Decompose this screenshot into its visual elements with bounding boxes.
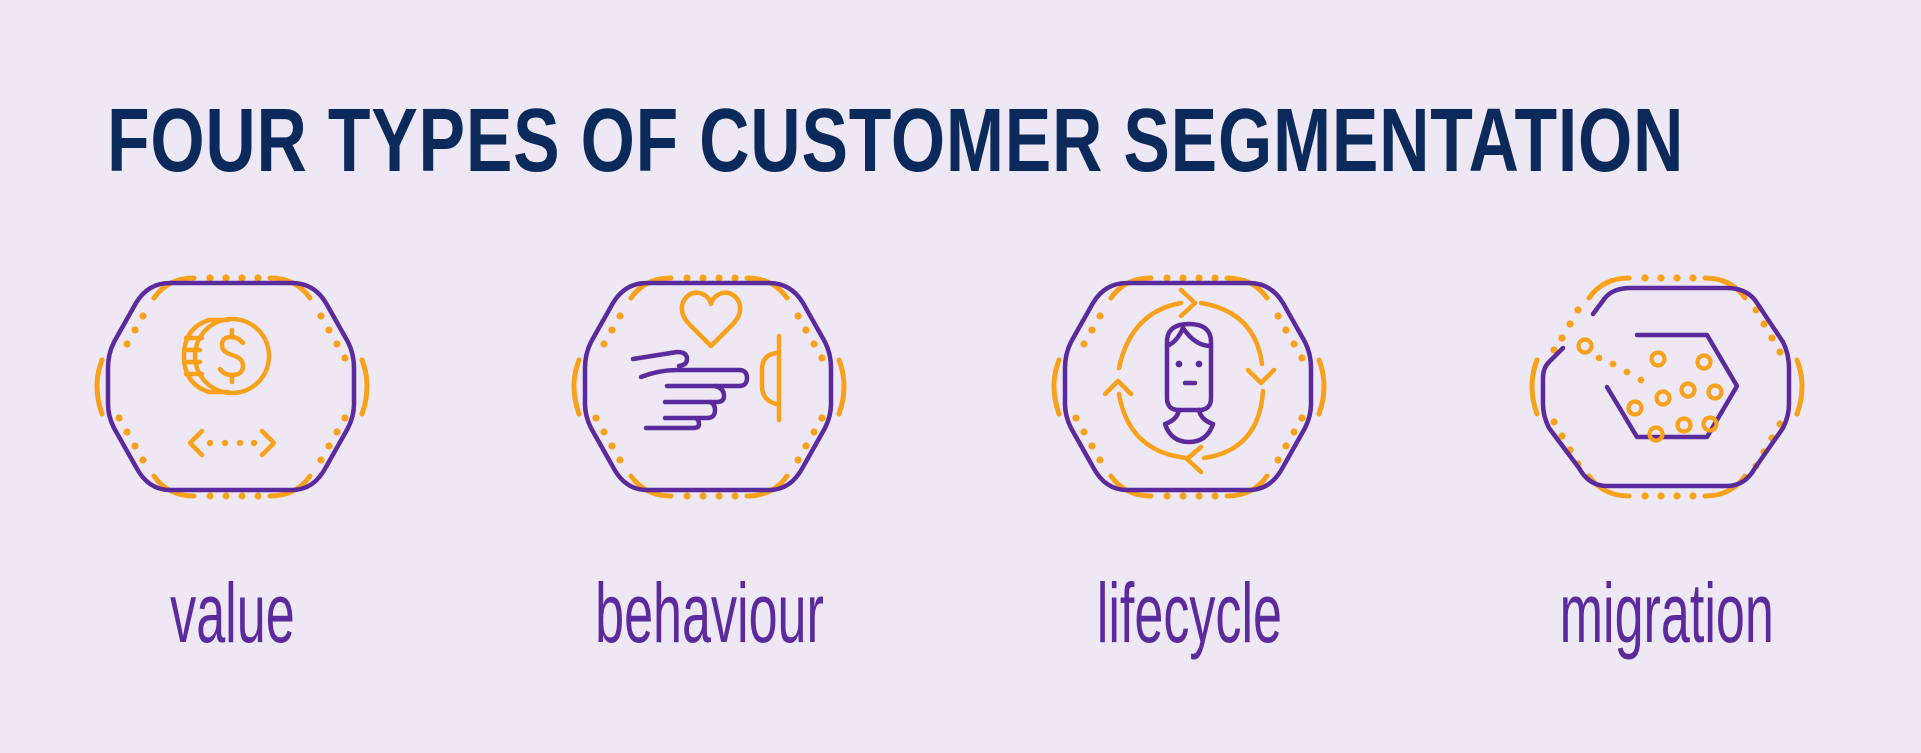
segment-label: value [169,566,295,660]
coin-dollar-exchange-icon [92,274,372,500]
segment-label: behaviour [594,566,824,660]
segment-label: migration [1559,566,1775,660]
page-title: FOUR TYPES OF CUSTOMER SEGMENTATION [107,91,1685,191]
segment-label: lifecycle [1096,566,1282,660]
segment-value: value [87,258,377,678]
segment-migration: migration [1522,258,1812,678]
hand-heart-button-icon [569,274,849,500]
person-cycle-icon [1049,274,1329,500]
dots-moving-into-hexagon-icon [1527,274,1807,500]
segment-behaviour: behaviour [564,258,854,678]
segment-lifecycle: lifecycle [1044,258,1334,678]
